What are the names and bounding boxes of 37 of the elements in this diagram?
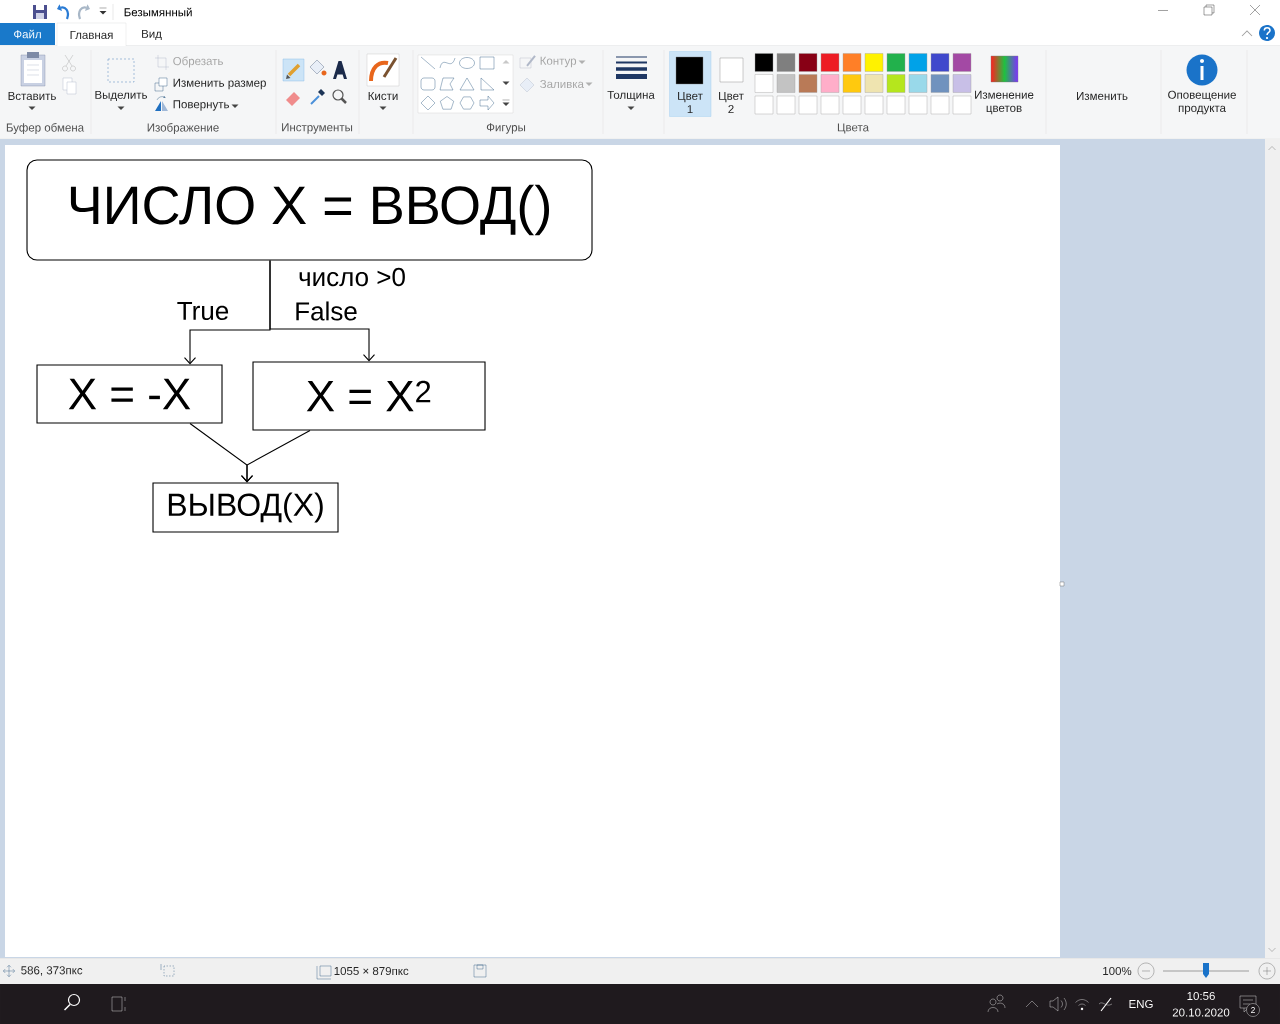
clock-time: 10:56 <box>1187 991 1215 1001</box>
group-label: Изображение <box>147 123 219 134</box>
language-indicator: ENG <box>1129 999 1153 1009</box>
ribbon-command: Повернуть <box>173 100 229 111</box>
ribbon-command: Контур <box>540 56 577 68</box>
ribbon-command: Изменить <box>1077 92 1128 100</box>
group-label: Фигуры <box>486 123 526 134</box>
zoom-level: 100% <box>1103 966 1132 976</box>
window-title: Безымянный <box>124 7 192 17</box>
ribbon-command: Толщина <box>607 90 655 102</box>
ribbon-command: Изменить размер <box>173 78 266 90</box>
arrow <box>240 430 311 483</box>
menu-tab: Файл <box>0 23 55 45</box>
edge-label: True <box>176 301 230 321</box>
clock-date: 20.10.2020 <box>1172 1008 1230 1017</box>
process-box: X = -X <box>36 364 223 424</box>
group-label: Буфер обмена <box>6 123 85 134</box>
status-text: 1055 × 879пкс <box>334 966 409 976</box>
group-label: Цвета <box>837 123 870 134</box>
ribbon-command: Обрезать <box>173 56 223 68</box>
status-text: 586, 373пкс <box>21 966 83 976</box>
ribbon-command: Выделить <box>95 90 148 102</box>
notification-badge: 2 <box>1246 1003 1260 1017</box>
process-box: ВЫВОД(X) <box>152 482 339 533</box>
ribbon-command: Изменение цветов <box>975 90 1034 115</box>
ribbon-command: Вставить <box>8 92 56 100</box>
ribbon-command: Кисти <box>368 92 398 100</box>
ribbon-command: Оповещение продукта <box>1168 90 1236 115</box>
process-box: ЧИСЛО X = ВВОД() <box>26 159 593 261</box>
color-label: Цвет 2 <box>719 91 744 114</box>
ribbon-command: Заливка <box>540 79 584 89</box>
arrow <box>269 260 376 362</box>
tab-label: Вид <box>142 29 162 41</box>
menu-tab: Главная <box>56 22 127 47</box>
process-box: X = X$^{2}$ <box>252 361 486 431</box>
group-label: Инструменты <box>282 123 353 134</box>
condition-text: число >0 <box>299 267 405 287</box>
